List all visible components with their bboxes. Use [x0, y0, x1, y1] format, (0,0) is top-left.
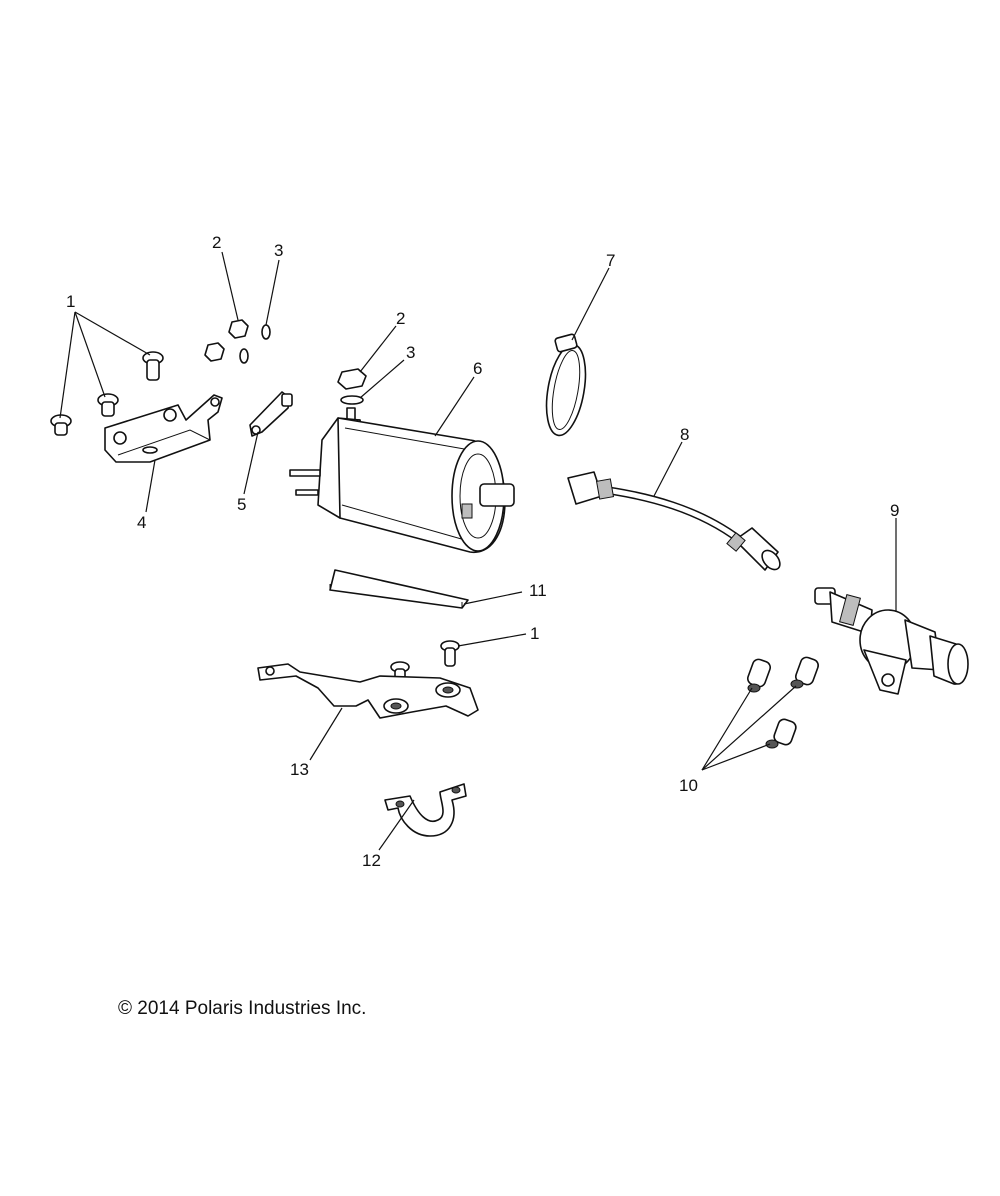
- callout-9: 9: [890, 501, 899, 520]
- part-bolt-1-group: [50, 351, 164, 436]
- copyright-symbol: ©: [118, 998, 132, 1019]
- part-nut-2-motor: [337, 368, 367, 390]
- callout-2-motor: 2: [396, 309, 405, 328]
- callout-12: 12: [362, 851, 381, 870]
- callout-1-left: 1: [66, 292, 75, 311]
- callout-6: 6: [473, 359, 482, 378]
- bolt-1c: [50, 414, 72, 436]
- part-starter-motor-6: [289, 407, 515, 553]
- callout-labels: 1 2 3 2 3 4 5 6 7 8 9 10 11 1 12 13: [66, 233, 899, 870]
- bolt-10a: [746, 658, 772, 693]
- callout-3-left: 3: [274, 241, 283, 260]
- callout-4: 4: [137, 513, 146, 532]
- part-bolt-10-group: [746, 656, 820, 749]
- part-washer-3-motor: [340, 395, 364, 405]
- part-bracket-13: [257, 663, 479, 719]
- leader-lines: [59, 251, 897, 851]
- part-cable-8: [567, 471, 781, 571]
- part-nut-2-left: [204, 319, 249, 362]
- callout-11: 11: [529, 581, 547, 600]
- part-drive-9: [814, 587, 969, 695]
- callout-1-bottom: 1: [530, 624, 539, 643]
- callout-3-motor: 3: [406, 343, 415, 362]
- callout-7: 7: [606, 251, 615, 270]
- part-bracket-4: [104, 394, 223, 463]
- copyright-notice: © 2014 Polaris Industries Inc.: [118, 998, 366, 1020]
- part-pad-11: [329, 569, 469, 609]
- bolt-10b: [790, 656, 820, 689]
- copyright-text: 2014 Polaris Industries Inc.: [137, 998, 367, 1019]
- callout-5: 5: [237, 495, 246, 514]
- callout-8: 8: [680, 425, 689, 444]
- callout-13: 13: [290, 760, 309, 779]
- part-plate-5: [249, 391, 293, 437]
- part-strap-12: [384, 783, 467, 837]
- callout-10: 10: [679, 776, 698, 795]
- bolt-1a: [142, 351, 164, 381]
- part-clamp-7: [545, 333, 587, 437]
- callout-2-left: 2: [212, 233, 221, 252]
- bolt-10c: [765, 718, 797, 749]
- bolt-1b: [97, 393, 119, 417]
